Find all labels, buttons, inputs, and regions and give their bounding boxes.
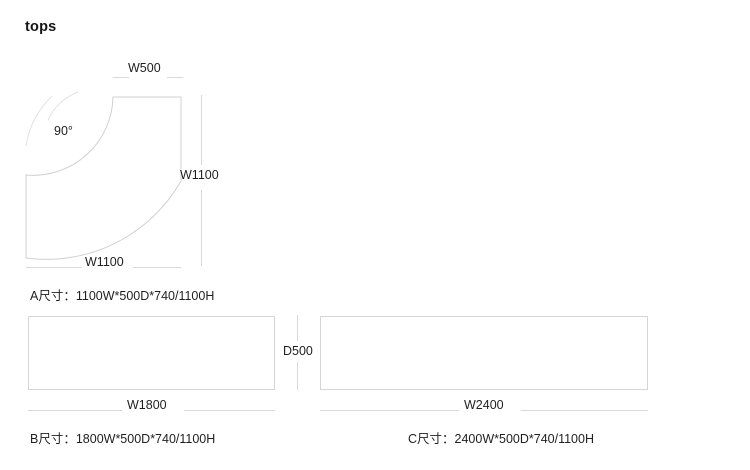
page-title: tops xyxy=(25,19,57,35)
dim-line-a-top-left xyxy=(113,77,129,78)
dim-label-a-right-width: W1100 xyxy=(180,168,219,182)
dim-line-b-bottom-left xyxy=(28,410,122,411)
dim-label-a-top-width: W500 xyxy=(128,61,161,75)
rect-top-b xyxy=(28,316,275,390)
spec-label-b: B尺寸：1800W*500D*740/1100H xyxy=(30,432,216,446)
dim-line-b-bottom-right xyxy=(184,410,275,411)
dim-line-bc-depth-lower xyxy=(297,362,298,390)
dim-line-a-right-upper xyxy=(201,95,202,165)
dim-label-b-bottom-width: W1800 xyxy=(127,398,167,412)
dim-line-a-bottom-left xyxy=(26,267,82,268)
rect-top-c xyxy=(320,316,648,390)
dim-line-a-bottom-right xyxy=(133,267,181,268)
dim-line-a-top-right xyxy=(167,77,183,78)
dim-label-a-angle: 90° xyxy=(54,124,73,138)
spec-label-c: C尺寸：2400W*500D*740/1100H xyxy=(408,432,594,446)
spec-label-a: A尺寸：1100W*500D*740/1100H xyxy=(30,289,215,303)
dim-line-c-bottom-right xyxy=(521,410,648,411)
dim-line-c-bottom-left xyxy=(320,410,459,411)
dim-label-a-bottom-width: W1100 xyxy=(85,255,124,269)
dim-line-bc-depth-upper xyxy=(297,315,298,341)
angle-arc-outer xyxy=(25,95,53,147)
dim-label-bc-depth: D500 xyxy=(283,344,313,358)
dim-label-c-bottom-width: W2400 xyxy=(464,398,504,412)
dim-line-a-right-lower xyxy=(201,190,202,266)
corner-top-outline xyxy=(25,96,182,260)
angle-arc-inner xyxy=(47,91,79,121)
